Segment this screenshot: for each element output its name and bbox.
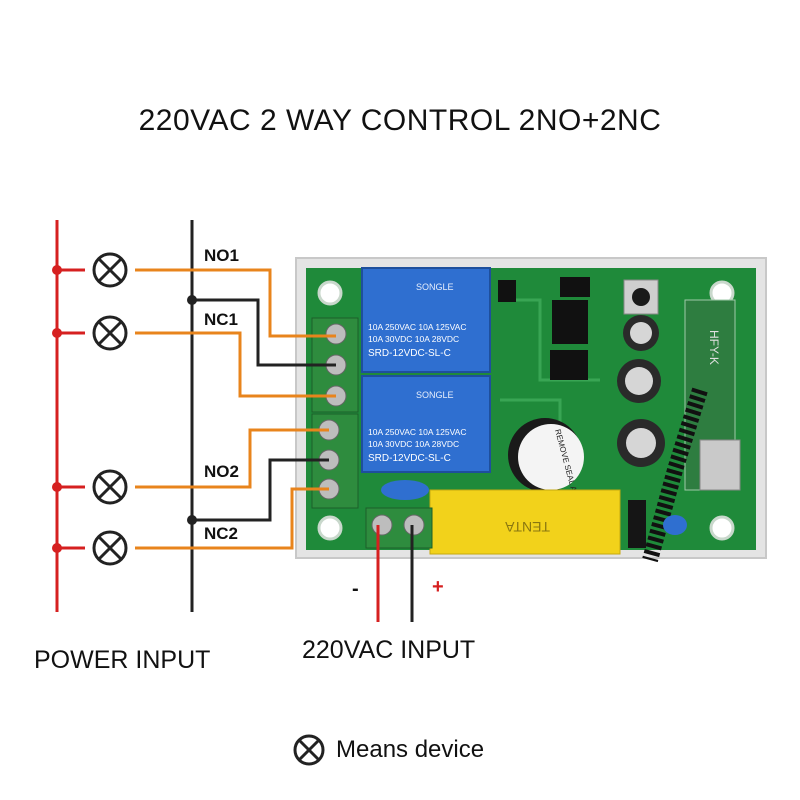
minus-sign: - [352,578,359,600]
svg-text:SRD-12VDC-SL-C: SRD-12VDC-SL-C [368,453,451,464]
junction-dot [52,265,62,275]
device-cross-circle-icon [92,252,128,288]
junction-dot [52,482,62,492]
junction-dot [52,328,62,338]
ic-chip [552,300,588,344]
relay-2: SONGLE 10A 250VAC 10A 125VAC 10A 30VDC 1… [361,375,491,473]
legend-text: Means device [336,736,485,763]
plus-sign: + [432,576,444,598]
svg-text:SONGLE: SONGLE [416,390,454,400]
ac-input-terminal-block [365,507,433,549]
push-button [623,279,659,315]
legend-device-icon [293,734,325,766]
electrolytic-capacitor [623,315,659,351]
ic-chip [498,280,516,302]
wire-nc1 [135,331,336,398]
svg-text:10A 30VDC 10A 28VDC: 10A 30VDC 10A 28VDC [368,334,459,344]
resistor [628,500,646,548]
x-capacitor: TENTA [429,489,621,555]
crystal [699,439,741,491]
ic-chip [550,350,588,380]
svg-text:10A 250VAC 10A 125VAC: 10A 250VAC 10A 125VAC [368,322,466,332]
relay-1: SONGLE 10A 250VAC 10A 125VAC 10A 30VDC 1… [361,267,491,373]
mounting-hole [317,515,343,541]
wire-com2 [192,458,329,522]
ceramic-capacitor [381,480,429,500]
label-nc2: NC2 [204,524,239,543]
device-cross-circle-icon [92,315,128,351]
mounting-hole [709,515,735,541]
label-no2: NO2 [204,462,239,481]
jumper-header [560,277,590,297]
label-no1: NO1 [204,246,239,265]
power-input-label: POWER INPUT [34,646,211,674]
diagram-title: 220VAC 2 WAY CONTROL 2NO+2NC [138,104,662,137]
label-nc1: NC1 [204,310,239,329]
ceramic-capacitor [663,515,687,535]
mounting-hole [317,280,343,306]
junction-dot [52,543,62,553]
wire-no2 [135,428,329,489]
electrolytic-capacitor [617,359,661,403]
svg-text:TENTA: TENTA [504,519,550,535]
wire-nc2 [135,487,329,550]
svg-text:SONGLE: SONGLE [416,282,454,292]
svg-text:SRD-12VDC-SL-C: SRD-12VDC-SL-C [368,348,451,359]
device-cross-circle-icon [92,530,128,566]
svg-text:10A 30VDC 10A 28VDC: 10A 30VDC 10A 28VDC [368,439,459,449]
svg-text:10A 250VAC 10A 125VAC: 10A 250VAC 10A 125VAC [368,427,466,437]
board-text: HFY-K [707,330,721,365]
ac-input-label: 220VAC INPUT [302,636,476,664]
wire-no1 [135,268,336,338]
device-cross-circle-icon [92,469,128,505]
wire-com1 [192,298,336,367]
electrolytic-capacitor [617,419,665,467]
